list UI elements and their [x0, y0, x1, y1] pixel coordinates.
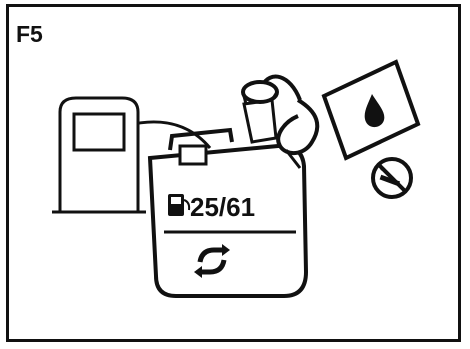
jerrycan-icon — [150, 82, 306, 296]
no-smoking-icon — [373, 159, 411, 197]
can-capacity-label: 25/61 — [190, 192, 255, 222]
fuel-drop-card-icon — [324, 62, 418, 158]
fuel-pump-icon — [52, 98, 146, 212]
